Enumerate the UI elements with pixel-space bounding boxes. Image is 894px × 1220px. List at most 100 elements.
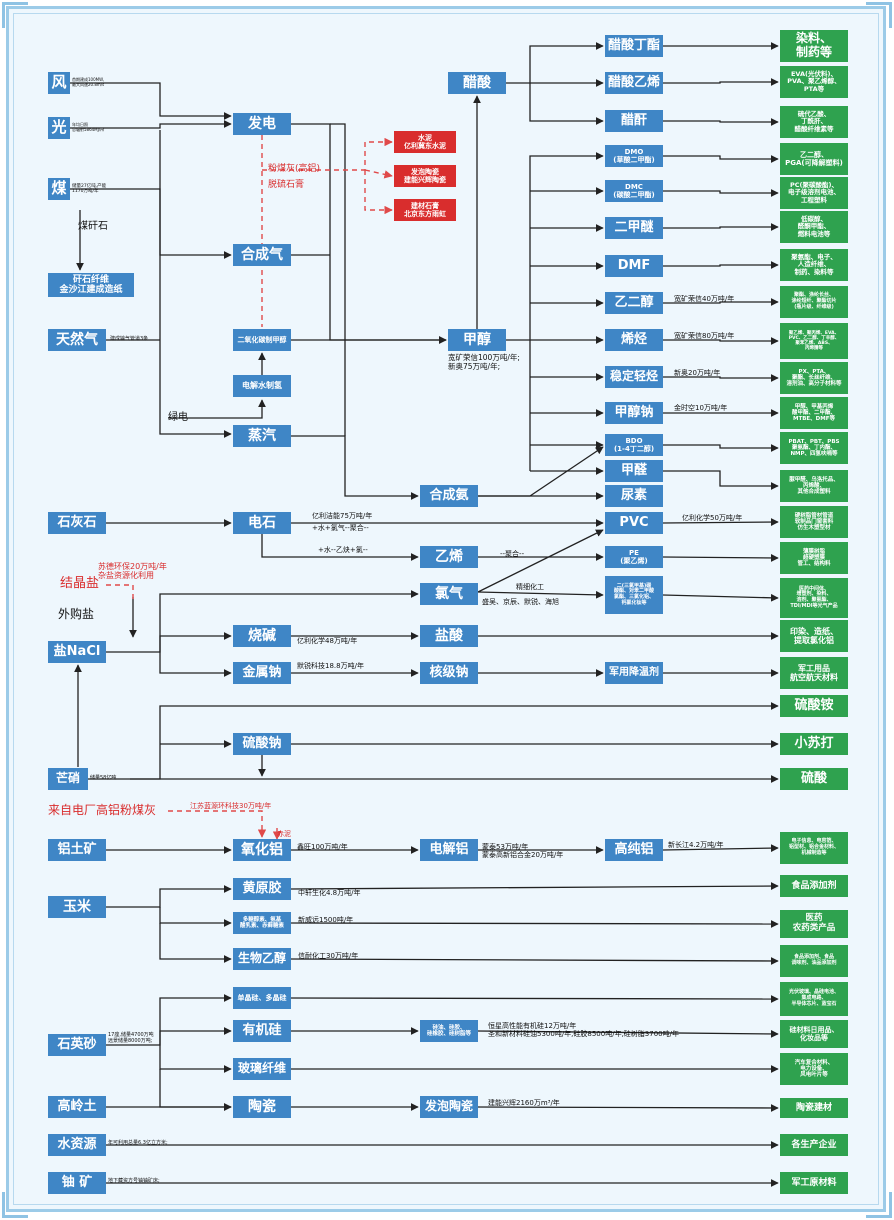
gypsum-board-box: 建材石膏 北京东方雨虹 xyxy=(394,199,456,221)
glycol-box: 乙二醇 xyxy=(605,292,663,314)
printing-product: 印染、造纸、 提取氯化铝 xyxy=(780,620,848,652)
connector-55 xyxy=(662,593,779,602)
connector-49 xyxy=(261,534,419,561)
dye-product: 染料、 制药等 xyxy=(780,30,848,62)
chlorine-box: 氯气 xyxy=(420,583,478,605)
polysac-box: 多糖醇素、氨基 酸乳素、赤藓糖素 xyxy=(233,912,291,934)
connector-38 xyxy=(663,261,779,269)
connector-44 xyxy=(663,470,779,490)
fine-items-note: 盛吴、京辰、默锐、海旭 xyxy=(482,597,559,606)
silicone-capacity-note: 恒星高性能有机硅12万吨/年 圣和新材料硅油5300吨/年,硅胶8500吨/年,… xyxy=(488,1021,679,1038)
connector-82 xyxy=(290,920,779,928)
methoxide-product: 甲醇、甲基丙烯 酸甲酯、二甲酯、 MTBE、DMF等 xyxy=(780,397,848,429)
high-purity-al-box: 高纯铝 xyxy=(605,839,663,861)
chlor-products-box: 二(三氯甲基)碳 酸酯、对苯二甲酸 氯酯、三氯化铝、 钙氯化钛等 xyxy=(605,576,663,614)
aerospace-product: 军工用品 航空航天材料 xyxy=(780,657,848,689)
methanol-box: 甲醇 xyxy=(448,329,506,351)
mono-si-box: 单晶硅、多晶硅 xyxy=(233,987,291,1009)
connector-53 xyxy=(662,518,779,526)
alumina-box: 氧化铝 xyxy=(233,839,291,861)
si-products-box: 硅油、硅胶、 硅橡胶、硅树脂等 xyxy=(420,1020,478,1042)
solar-box: 光 xyxy=(48,117,70,139)
pvc-capacity-note: 亿利化学50万吨/年 xyxy=(682,513,743,522)
connector-46 xyxy=(478,446,604,497)
connector-20 xyxy=(529,83,604,125)
connector-34 xyxy=(663,118,779,126)
connector-65 xyxy=(106,584,134,600)
food-feed-product: 食品添加剂、食品 调味剂、油品添加剂 xyxy=(780,945,848,977)
connector-81 xyxy=(290,882,779,890)
fiber-material-product: 汽车复合材料、 电力设备、 风电叶片等 xyxy=(780,1053,848,1085)
green-power-label: 绿电 xyxy=(168,412,188,424)
electronics-product: 电子信息、电容箔、 铝型材、铝合金材料、 机械制造等 xyxy=(780,832,848,864)
fuel-product: 低碳醇、 醛酮甲酯、 燃料电池等 xyxy=(780,211,848,243)
water-note: 年可利用总量6.3亿立方米; xyxy=(108,1140,168,1147)
mirabilite-box: 芒硝 xyxy=(48,768,88,790)
red-mud-note: 赤泥 xyxy=(277,829,291,838)
connector-18 xyxy=(506,42,604,84)
water-box: 水资源 xyxy=(48,1134,106,1156)
gangue-label: 煤矸石 xyxy=(78,221,108,233)
industry-product: 各生产企业 xyxy=(780,1134,848,1156)
stable-hc-box: 稳定轻烃 xyxy=(605,366,663,388)
methoxide-capacity-note: 金时空10万吨/年 xyxy=(674,403,728,412)
kaolin-box: 高岭土 xyxy=(48,1096,106,1118)
flyash-capacity-note: 江苏蓝源环科技30万吨/年 xyxy=(190,801,272,810)
baking-soda-product: 小苏打 xyxy=(780,733,848,755)
urea-box: 尿素 xyxy=(605,485,663,507)
connector-83 xyxy=(290,957,779,965)
carbide-capacity-note: 亿利洁能75万吨/年 xyxy=(312,511,373,520)
bioethanol-box: 生物乙醇 xyxy=(233,948,291,970)
organosilicon-box: 有机硅 xyxy=(233,1020,291,1042)
butyl-acetate-box: 醋酸丁酯 xyxy=(605,35,663,57)
pvc-box: PVC xyxy=(605,512,663,534)
corn-box: 玉米 xyxy=(48,896,106,918)
methanol-note: 宽矿荣信100万吨/年; 新奥75万吨/年; xyxy=(448,353,520,371)
uranium-box: 铀 矿 xyxy=(48,1172,106,1194)
acetic-acid-box: 醋酸 xyxy=(448,72,506,94)
frame-corner-top-right xyxy=(866,2,892,28)
sodium-sulfate-box: 硫酸钠 xyxy=(233,733,291,755)
quartz-note: 17座,储量4700万吨 远景储量8000万吨; xyxy=(108,1032,154,1044)
sulfuric-acid-product: 硫酸 xyxy=(780,768,848,790)
military-coolant-box: 军用降温剂 xyxy=(605,662,663,684)
aromatics-product: PX、PTA、 聚酯、长丝纤维、 溶剂油、高分子材料等 xyxy=(780,362,848,394)
electro-capacity-note: 蒙泰53万吨/年 蒙泰高新铝合金20万吨/年 xyxy=(482,842,564,859)
gas-note: 建成输气管道3条 xyxy=(110,336,149,343)
syngas-box: 合成气 xyxy=(233,244,291,266)
connector-0 xyxy=(70,82,232,120)
gangue-fiber-box: 矸石纤维 金沙江建成造纸 xyxy=(48,273,134,297)
pga-product: 乙二醇、 PGA(可降解塑料) xyxy=(780,143,848,175)
nuclear-sodium-box: 核级钠 xyxy=(420,662,478,684)
sodium-capacity-note: 默锐科技18.8万吨/年 xyxy=(297,661,364,670)
alumina-capacity-note: 鑫旺100万吨/年 xyxy=(297,842,348,851)
bdo-product: PBAT、PBT、PBS 聚氨酯、丁内酯、 NMP、四氢呋喃等 xyxy=(780,432,848,464)
caustic-soda-box: 烧碱 xyxy=(233,625,291,647)
dme-box: 二甲醚 xyxy=(605,217,663,239)
crystal-salt-label: 结晶盐 xyxy=(60,576,100,591)
dmo-box: DMO (草酸二甲酯) xyxy=(605,145,663,167)
connector-14 xyxy=(262,137,393,171)
connector-6 xyxy=(168,399,266,419)
cement-box: 水泥 亿利冀东水泥 xyxy=(394,131,456,153)
connector-67 xyxy=(88,702,779,780)
military-material-product: 军工原材料 xyxy=(780,1172,848,1194)
eva-product: EVA(光伏料)、 PVA、聚乙烯醇、 PTA等 xyxy=(780,66,848,98)
frame-corner-bottom-right xyxy=(866,1192,892,1218)
connector-15 xyxy=(364,169,393,179)
connector-56 xyxy=(106,590,419,653)
vinyl-acetate-box: 醋酸乙烯 xyxy=(605,72,663,94)
ceramic-box: 陶瓷 xyxy=(233,1096,291,1118)
connector-88 xyxy=(290,995,779,1003)
connector-39 xyxy=(663,298,779,306)
ammonia-box: 合成氨 xyxy=(420,485,478,507)
bought-salt-label: 外购盐 xyxy=(58,607,95,622)
pe-product: 薄膜树脂 超硬塑膜 管工、结构料 xyxy=(780,542,848,574)
hcl-box: 盐酸 xyxy=(420,625,478,647)
limestone-box: 石灰石 xyxy=(48,512,106,534)
food-additive-product: 食品添加剂 xyxy=(780,875,848,897)
dmc-box: DMC (碳酸二甲酯) xyxy=(605,180,663,202)
connector-16 xyxy=(364,170,393,215)
pvc-product: 硬树脂管材管道 软制品门窗套料 仿生木塑型材 xyxy=(780,506,848,538)
